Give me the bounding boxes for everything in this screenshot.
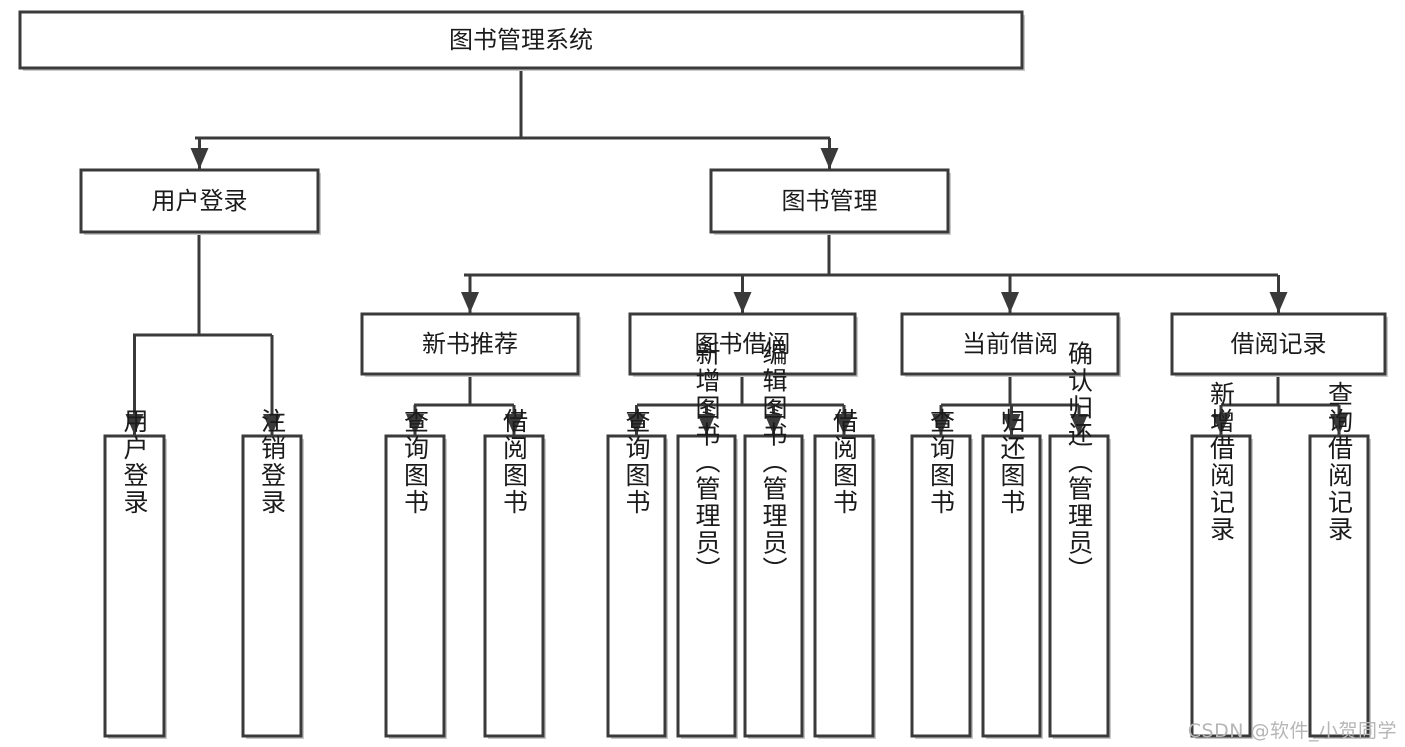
- node-rect[interactable]: [79, 168, 320, 234]
- arrow-down-icon: [697, 414, 716, 435]
- node-rect[interactable]: [981, 434, 1042, 738]
- arrow-down-icon: [764, 414, 783, 435]
- node-label: 查询图书: [622, 408, 651, 516]
- node-label: 借阅图书: [500, 408, 529, 516]
- arrow-down-icon: [932, 414, 950, 435]
- node-label: 用户登录: [120, 408, 149, 516]
- arrow-down-icon: [627, 414, 646, 435]
- node-rect[interactable]: [709, 168, 950, 234]
- node-rect[interactable]: [1190, 434, 1252, 738]
- arrow-down-icon: [1212, 414, 1230, 435]
- node-label: 归还图书: [997, 408, 1026, 516]
- node-rect[interactable]: [606, 434, 667, 738]
- node-label: 图书管理系统: [449, 26, 593, 54]
- level3-node-3[interactable]: 借阅记录: [1170, 312, 1388, 377]
- node-label: 编辑图书（管理员）: [759, 341, 788, 584]
- node-rect[interactable]: [1170, 312, 1387, 376]
- arrow-down-icon: [733, 292, 752, 313]
- leaf-node-1[interactable]: 注销登录: [241, 408, 304, 739]
- arrow-down-icon: [1330, 414, 1348, 435]
- node-rect[interactable]: [813, 434, 875, 738]
- arrow-down-icon: [461, 292, 479, 313]
- node-label: 查询图书: [401, 408, 430, 516]
- node-label: 新增借阅记录: [1207, 381, 1236, 543]
- level2-node-0[interactable]: 用户登录: [79, 168, 321, 235]
- root-node-book-management-system[interactable]: 图书管理系统: [18, 10, 1025, 71]
- node-rect[interactable]: [628, 312, 857, 376]
- arrow-down-icon: [263, 414, 281, 435]
- arrow-down-icon: [835, 414, 853, 435]
- node-rect[interactable]: [360, 312, 580, 376]
- level2-node-1[interactable]: 图书管理: [709, 168, 951, 235]
- leaf-node-5[interactable]: 新增图书（管理员）: [676, 341, 738, 740]
- node-label: 用户登录: [152, 187, 248, 215]
- arrow-down-icon: [505, 414, 523, 435]
- leaf-node-10[interactable]: 确认归还（管理员）: [1048, 341, 1111, 740]
- csdn-watermark: CSDN @软件_小贺同学: [1187, 720, 1397, 742]
- node-rect[interactable]: [676, 434, 737, 738]
- leaf-node-6[interactable]: 编辑图书（管理员）: [743, 341, 805, 740]
- node-rect[interactable]: [743, 434, 804, 738]
- leaf-node-12[interactable]: 查询借阅记录: [1308, 381, 1371, 739]
- leaf-node-3[interactable]: 借阅图书: [483, 408, 546, 739]
- node-rect[interactable]: [103, 434, 166, 738]
- node-label: 确认归还（管理员）: [1065, 341, 1094, 584]
- node-label: 新书推荐: [422, 330, 518, 358]
- level3-node-2[interactable]: 当前借阅: [900, 312, 1121, 377]
- node-rect[interactable]: [483, 434, 545, 738]
- arrow-down-icon: [406, 414, 424, 435]
- node-rect[interactable]: [910, 434, 972, 738]
- edges-layer: [125, 68, 1348, 435]
- node-rect[interactable]: [18, 10, 1024, 70]
- node-label: 图书借阅: [695, 330, 791, 358]
- level3-node-0[interactable]: 新书推荐: [360, 312, 581, 377]
- arrow-down-icon: [125, 414, 144, 435]
- level3-node-1[interactable]: 图书借阅: [628, 312, 858, 377]
- node-rect[interactable]: [384, 434, 446, 738]
- arrow-down-icon: [1002, 414, 1021, 435]
- node-label: 当前借阅: [962, 330, 1058, 358]
- nodes-layer: 图书管理系统用户登录图书管理新书推荐图书借阅当前借阅借阅记录用户登录注销登录查询…: [18, 10, 1388, 740]
- node-rect[interactable]: [1308, 434, 1370, 738]
- node-label: 借阅图书: [830, 408, 859, 516]
- leaf-node-9[interactable]: 归还图书: [981, 408, 1043, 739]
- arrow-down-icon: [1001, 292, 1019, 313]
- leaf-node-2[interactable]: 查询图书: [384, 408, 447, 739]
- node-label: 注销登录: [258, 408, 287, 516]
- node-label: 借阅记录: [1231, 330, 1327, 358]
- leaf-node-4[interactable]: 查询图书: [606, 408, 668, 739]
- arrow-down-icon: [1269, 292, 1288, 313]
- leaf-node-7[interactable]: 借阅图书: [813, 408, 876, 739]
- node-label: 图书管理: [782, 187, 878, 215]
- node-rect[interactable]: [1048, 434, 1110, 738]
- node-rect[interactable]: [241, 434, 303, 738]
- node-label: 查询图书: [927, 408, 956, 516]
- node-rect[interactable]: [900, 312, 1120, 376]
- leaf-node-8[interactable]: 查询图书: [910, 408, 973, 739]
- node-label: 查询借阅记录: [1325, 381, 1354, 543]
- leaf-node-11[interactable]: 新增借阅记录: [1190, 381, 1253, 739]
- arrow-down-icon: [190, 148, 209, 169]
- leaf-node-0[interactable]: 用户登录: [103, 408, 167, 739]
- arrow-down-icon: [1070, 414, 1088, 435]
- arrow-down-icon: [820, 148, 839, 169]
- node-label: 新增图书（管理员）: [692, 341, 721, 584]
